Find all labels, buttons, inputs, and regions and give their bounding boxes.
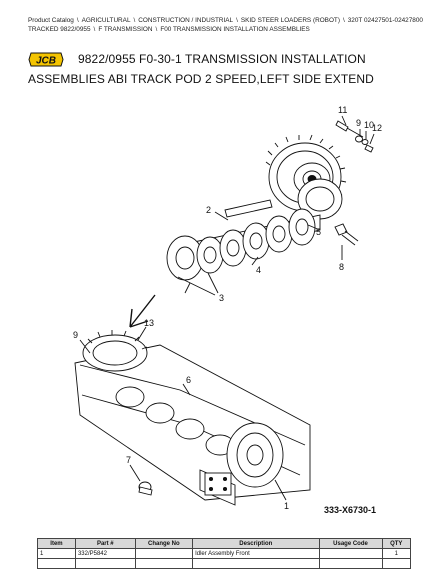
callout-12[interactable]: 12 bbox=[372, 123, 382, 133]
callout-10[interactable]: 10 bbox=[364, 120, 374, 130]
callout-1[interactable]: 1 bbox=[284, 501, 289, 511]
cell-qty: 1 bbox=[381, 548, 411, 559]
cell-part-number[interactable]: 332/P5842 bbox=[74, 548, 136, 559]
breadcrumb-separator: \ bbox=[76, 17, 79, 24]
callout-3[interactable]: 3 bbox=[219, 293, 224, 303]
callout-7[interactable]: 7 bbox=[126, 455, 131, 465]
jcb-logo: JCB bbox=[28, 52, 64, 67]
callout-4[interactable]: 4 bbox=[256, 265, 261, 275]
empty-cell bbox=[37, 558, 76, 569]
col-header-description: Description bbox=[192, 538, 320, 549]
breadcrumb-item[interactable]: F TRANSMISSION bbox=[98, 26, 153, 33]
breadcrumb-separator: \ bbox=[93, 26, 96, 33]
callout-13[interactable]: 13 bbox=[144, 318, 154, 328]
page-title: 9822/0955 F0-30-1 TRANSMISSION INSTALLAT… bbox=[78, 52, 366, 66]
col-header-qty: QTY bbox=[381, 538, 411, 549]
col-header-change-no: Change No bbox=[134, 538, 194, 549]
callout-8[interactable]: 8 bbox=[339, 262, 344, 272]
bolt-8-drawing bbox=[334, 223, 359, 246]
cell-usage-code bbox=[318, 548, 383, 559]
breadcrumb-separator: \ bbox=[155, 26, 158, 33]
bolt-7-drawing bbox=[138, 481, 153, 496]
breadcrumb-item[interactable]: CONSTRUCTION / INDUSTRIAL bbox=[138, 17, 234, 24]
empty-cell bbox=[318, 558, 383, 569]
empty-cell bbox=[74, 558, 136, 569]
cell-item: 1 bbox=[37, 548, 76, 559]
table-header-row: Item Part # Change No Description Usage … bbox=[37, 538, 411, 549]
callout-2[interactable]: 2 bbox=[206, 205, 211, 215]
callout-6[interactable]: 6 bbox=[186, 375, 191, 385]
cell-change-no bbox=[134, 548, 194, 559]
bolt-group-drawing bbox=[335, 120, 374, 153]
callout-5[interactable]: 5 bbox=[316, 227, 321, 237]
table-row[interactable]: 1 332/P5842 Idler Assembly Front 1 bbox=[37, 548, 411, 559]
exploded-parts-diagram: 11 9 10 12 2 4 5 3 8 9 13 6 7 1 bbox=[73, 105, 382, 511]
col-header-item: Item bbox=[37, 538, 76, 549]
col-header-usage-code: Usage Code bbox=[318, 538, 383, 549]
drive-sprocket-drawing bbox=[265, 134, 347, 220]
breadcrumb: Product Catalog\AGRICULTURAL\CONSTRUCTIO… bbox=[28, 16, 428, 34]
empty-cell bbox=[192, 558, 320, 569]
breadcrumb-separator: \ bbox=[236, 17, 238, 24]
table-row-empty bbox=[37, 558, 411, 569]
callout-9[interactable]: 9 bbox=[356, 118, 361, 128]
callout-11[interactable]: 11 bbox=[338, 105, 347, 115]
empty-cell bbox=[381, 558, 411, 569]
breadcrumb-item[interactable]: AGRICULTURAL bbox=[81, 17, 131, 24]
breadcrumb-item[interactable]: SKID STEER LOADERS (ROBOT) bbox=[240, 17, 340, 24]
breadcrumb-separator: \ bbox=[133, 17, 136, 24]
figure-reference: 333-X6730-1 bbox=[324, 505, 377, 515]
callout-9-lower[interactable]: 9 bbox=[73, 330, 78, 340]
empty-cell bbox=[134, 558, 194, 569]
track-roller-assembly-drawing bbox=[166, 199, 321, 296]
track-pod-frame-drawing bbox=[74, 330, 311, 506]
breadcrumb-separator: \ bbox=[342, 17, 345, 24]
logo-text: JCB bbox=[36, 56, 56, 67]
cell-description: Idler Assembly Front bbox=[192, 548, 320, 559]
page-subtitle: ASSEMBLIES ABI TRACK POD 2 SPEED,LEFT SI… bbox=[28, 72, 374, 86]
breadcrumb-item[interactable]: Product Catalog bbox=[28, 17, 74, 24]
parts-table: Item Part # Change No Description Usage … bbox=[37, 538, 411, 569]
breadcrumb-item[interactable]: 320T 02427501-02427800 TRACKED 9822/0955 bbox=[28, 17, 423, 33]
col-header-part-number: Part # bbox=[74, 538, 136, 549]
breadcrumb-item[interactable]: F00 TRANSMISSION INSTALLATION ASSEMBLIES bbox=[160, 26, 310, 33]
